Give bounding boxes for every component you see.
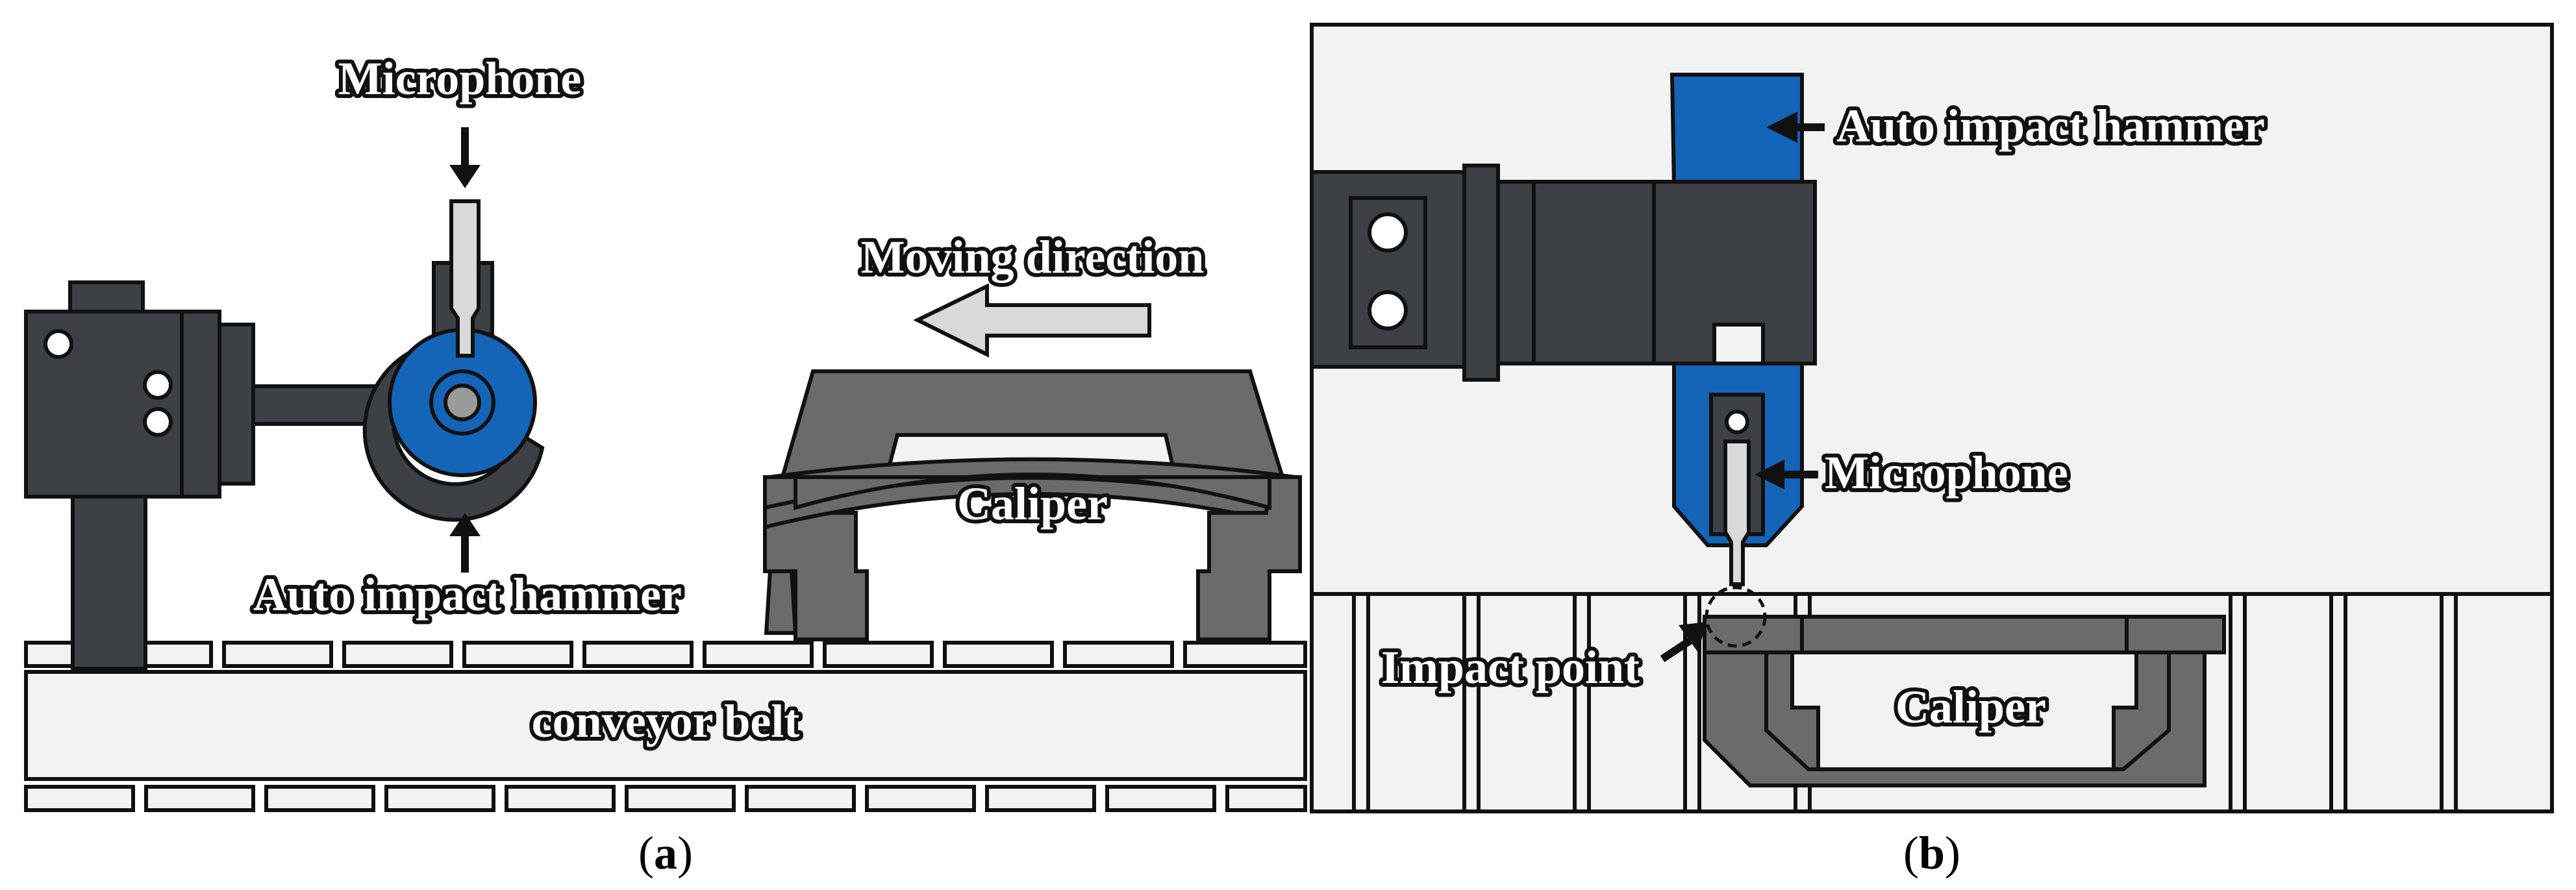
conveyor-belt xyxy=(24,670,1307,781)
actuator-bolt-icon xyxy=(1368,290,1408,330)
microphone-arrow xyxy=(449,127,481,188)
holder-bolt-icon xyxy=(1725,410,1749,434)
stand-bolt-icon xyxy=(143,407,173,437)
label-microphone: Microphone xyxy=(338,53,582,105)
panel-b: Auto impact hammer Microphone Impact poi… xyxy=(1310,23,2554,879)
panel-a: Microphone Moving direction Caliper Auto… xyxy=(24,49,1307,879)
label-auto-impact-hammer: Auto impact hammer xyxy=(253,569,682,621)
hammer-arrow xyxy=(449,513,481,573)
actuator-bolt-icon xyxy=(1368,212,1408,253)
label-conveyor-belt: conveyor belt xyxy=(532,695,800,747)
microphone-arrow-b xyxy=(1755,460,1818,489)
label-auto-impact-hammer-b: Auto impact hammer xyxy=(1836,100,2265,152)
label-moving-direction: Moving direction xyxy=(861,231,1205,283)
stand-bolt-icon xyxy=(143,370,173,400)
caliper-side-view xyxy=(763,369,1302,641)
belt-top-slats xyxy=(24,641,1307,668)
impact-point-arrow xyxy=(1660,622,1707,663)
microphone-probe-b xyxy=(1723,439,1751,586)
auto-hammer-arrow-b xyxy=(1766,112,1825,143)
label-caliper-b: Caliper xyxy=(1895,681,2046,733)
caliper-top-view xyxy=(1703,615,2226,787)
hammer-gray-block xyxy=(1652,180,1817,365)
label-microphone-b: Microphone xyxy=(1825,447,2068,499)
label-caliper: Caliper xyxy=(957,478,1108,530)
caption-b: (b) xyxy=(1903,827,1960,879)
label-impact-point: Impact point xyxy=(1381,641,1640,693)
belt-bottom-slats xyxy=(24,785,1307,812)
moving-direction-arrow xyxy=(913,283,1151,358)
microphone-probe xyxy=(449,199,481,358)
impact-point-marker xyxy=(1705,586,1767,648)
stand-bolt-icon xyxy=(44,329,73,359)
caption-a: (a) xyxy=(638,827,693,879)
